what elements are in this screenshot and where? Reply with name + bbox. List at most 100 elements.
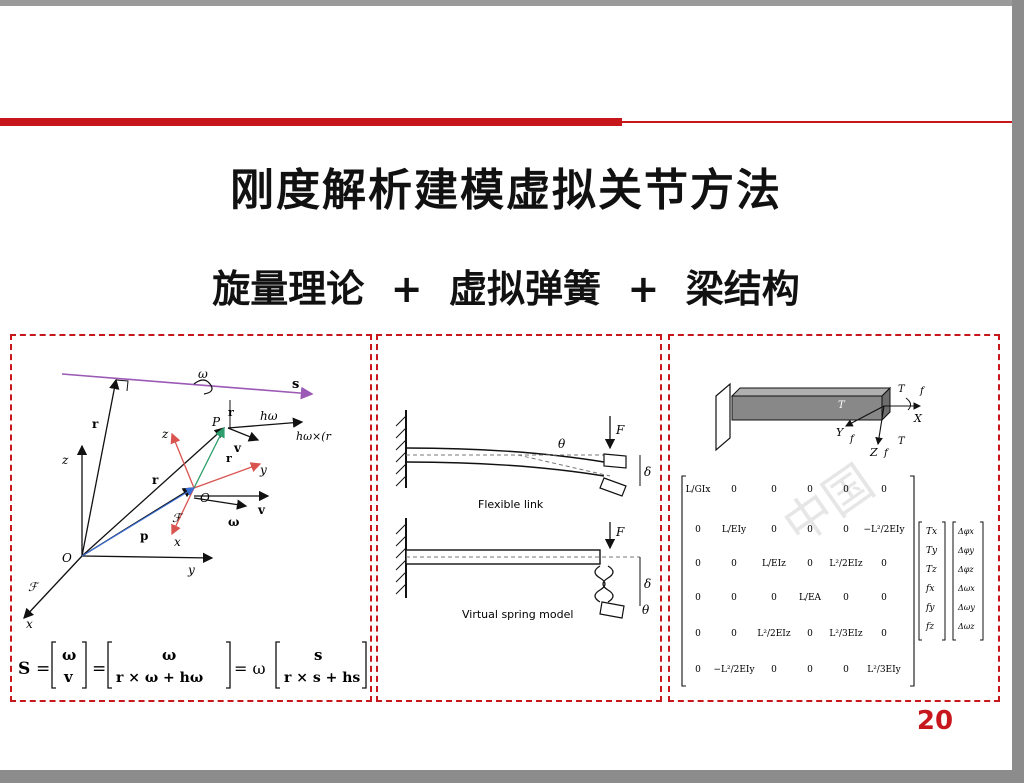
eq-s: s <box>314 646 322 664</box>
wrench-component: Tz <box>926 565 937 575</box>
deformation-component: Δφy <box>957 546 974 555</box>
eq-r-cross-s: r × s + hs <box>284 670 360 686</box>
force-label-2: F <box>615 525 625 539</box>
viewer-edge-bottom <box>0 770 1024 783</box>
Fj-label: ℱ <box>28 580 40 594</box>
matrix-cell: L²/2EIz <box>829 559 862 569</box>
wrench-component: fx <box>925 584 934 594</box>
matrix-cell: 0 <box>771 593 777 603</box>
wrench-component: Tx <box>926 527 937 537</box>
rj-label: r <box>152 473 159 487</box>
yj-label: y <box>187 563 195 577</box>
omega-i-label: ω <box>228 515 239 529</box>
matrix-cell: L/GIx <box>686 485 711 495</box>
vp-label: v <box>233 441 242 455</box>
deformation-component: Δωy <box>957 603 975 612</box>
wrench-component: fz <box>925 622 934 632</box>
matrix-cell: 0 <box>731 629 737 639</box>
wrench-component: Ty <box>926 546 938 556</box>
matrix-cell: 0 <box>771 665 777 675</box>
eq-r-cross-omega: r × ω + hω <box>116 670 203 686</box>
zi-label: z <box>161 427 169 441</box>
h-omega-cross-label: hω×(r <box>296 430 332 443</box>
fx-label: f <box>883 448 890 459</box>
screw-axis-line <box>61 373 314 400</box>
rotation-arrow-icon <box>193 379 213 395</box>
matrix-cell: 0 <box>807 665 813 675</box>
theta-label-2: θ <box>642 603 650 617</box>
delta-label-1: δ <box>644 465 651 479</box>
virtual-spring-icon <box>594 565 606 603</box>
twist-equation: S = ω v = ω r × ω + hω = ω s r × s + hs <box>18 641 367 689</box>
fz-top-label: f <box>919 386 926 397</box>
r0-label: r <box>92 417 99 431</box>
h-omega-label: hω <box>260 409 278 423</box>
header-accent-line <box>622 121 1012 123</box>
wrench-component: fy <box>925 603 935 613</box>
force-label-1: F <box>615 423 625 437</box>
deformation-component: Δφx <box>957 527 974 536</box>
Oi-label: O <box>200 491 210 505</box>
matrix-cell: L/EIz <box>762 559 786 569</box>
matrix-cell: 0 <box>807 525 813 535</box>
deformation-component: Δωz <box>957 622 975 631</box>
axis-Z-label: Z <box>869 446 878 459</box>
slide: 刚度解析建模虚拟关节方法 旋量理论 + 虚拟弹簧 + 梁结构 s ω z y x <box>0 6 1012 770</box>
theta-label-1: θ <box>558 437 566 451</box>
matrix-cell: 0 <box>843 525 849 535</box>
point-P-label: P <box>211 415 221 429</box>
matrix-cell: 0 <box>881 485 887 495</box>
matrix-cell: 0 <box>771 525 777 535</box>
ri-ri-label: r <box>226 452 232 465</box>
matrix-cell: 0 <box>731 593 737 603</box>
Ty-label: T <box>898 384 906 395</box>
xi-label: x <box>174 535 181 549</box>
eq-v: v <box>63 668 74 686</box>
matrix-cell: 0 <box>731 559 737 569</box>
matrix-cell: 0 <box>843 665 849 675</box>
panel-screw-theory: s ω z y x O ℱ r r r P hω <box>10 334 372 702</box>
matrix-cell: 0 <box>771 485 777 495</box>
Tz-label: T <box>898 436 906 447</box>
matrix-cell: L/EA <box>799 593 822 603</box>
flexible-beam <box>405 447 605 463</box>
virtual-spring-diagram: F θ δ Flexible link F δ θ Virtual spring… <box>395 410 651 621</box>
Tx-label: T <box>838 400 846 411</box>
flexible-link-caption: Flexible link <box>478 498 544 511</box>
eq-equals-omega: = ω <box>234 659 266 678</box>
matrix-cell: −L²/2EIy <box>713 665 755 675</box>
page-number: 20 <box>916 706 954 736</box>
matrix-cell: 0 <box>807 485 813 495</box>
screw-theory-diagram: s ω z y x O ℱ r r r P hω <box>18 367 367 689</box>
watermark: 中国 <box>773 454 884 555</box>
delta-label-2: δ <box>644 577 651 591</box>
matrix-cell: −L²/2EIy <box>863 525 905 535</box>
slide-subtitle: 旋量理论 + 虚拟弹簧 + 梁结构 <box>212 267 800 311</box>
panel-virtual-spring: F θ δ Flexible link F δ θ Virtual spring… <box>376 334 662 702</box>
screw-axis-label: s <box>292 377 299 392</box>
slide-title: 刚度解析建模虚拟关节方法 <box>230 165 782 216</box>
matrix-cell: L²/3EIz <box>829 629 862 639</box>
eq-omega: ω <box>62 646 76 664</box>
fy-label: f <box>849 434 856 445</box>
viewer-edge-right <box>1012 0 1024 783</box>
xj-label: x <box>26 617 33 631</box>
matrix-cell: 0 <box>807 629 813 639</box>
virtual-spring-caption: Virtual spring model <box>462 608 573 621</box>
omega-label: ω <box>198 367 208 381</box>
deformation-component: Δωx <box>957 584 975 593</box>
pi-label: p <box>140 529 148 543</box>
zj-label: z <box>61 453 69 467</box>
Fi-label: ℱ <box>172 511 184 525</box>
r0-top-label: r <box>228 406 234 419</box>
eq-equals-1: = <box>36 659 50 679</box>
vi-label: v <box>257 503 266 517</box>
matrix-cell: 0 <box>881 629 887 639</box>
matrix-cell: 0 <box>695 525 701 535</box>
Oj-label: O <box>62 551 72 565</box>
